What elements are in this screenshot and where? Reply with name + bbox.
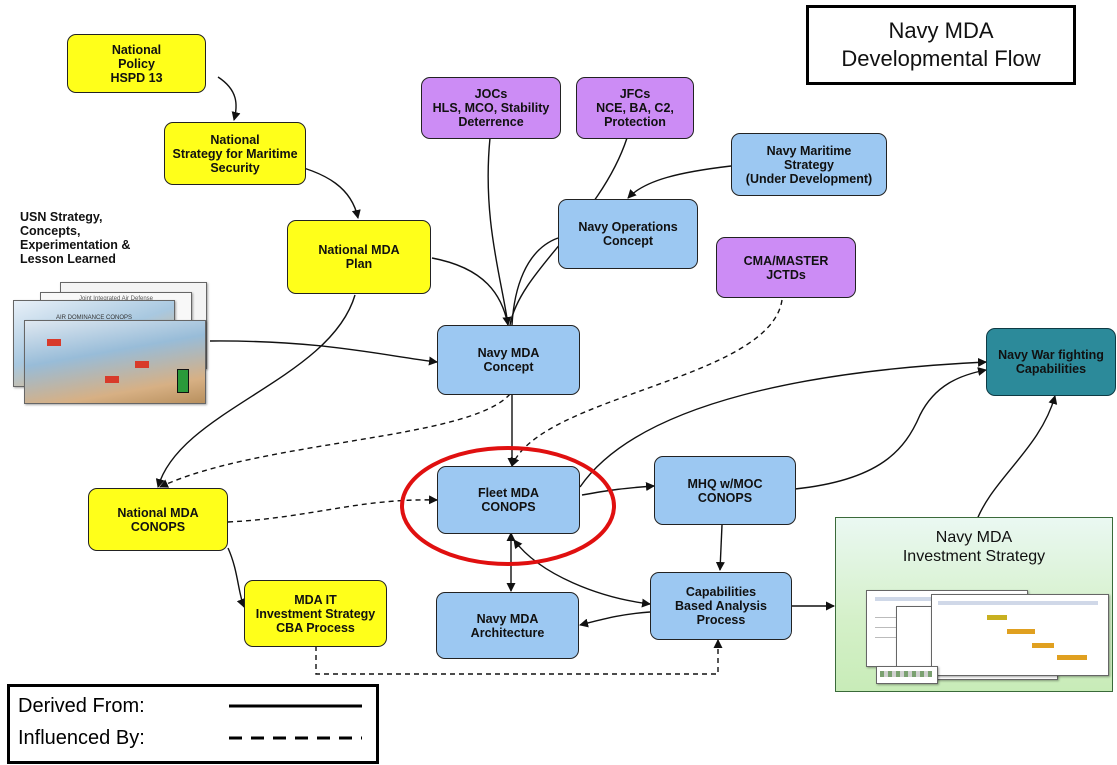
node-navy-mda-concept[interactable]: Navy MDA Concept [437, 325, 580, 395]
arrow-fleet-to-warfighting [579, 357, 987, 488]
node-jfcs[interactable]: JFCs NCE, BA, C2, Protection [576, 77, 694, 139]
arrow-opsconcept-to-concept [511, 237, 559, 326]
arrow-maritime-to-opsconcept [627, 165, 732, 199]
gantt-doc-footer [876, 666, 938, 684]
doc-marker-icon [105, 376, 119, 383]
node-mda-it-investment[interactable]: MDA IT Investment Strategy CBA Process [244, 580, 387, 647]
node-navy-mda-architecture[interactable]: Navy MDA Architecture [436, 592, 579, 659]
node-national-mda-plan[interactable]: National MDA Plan [287, 220, 431, 294]
arrow-fleet-cba [513, 539, 651, 608]
arrow-investment-to-warfighting [974, 395, 1058, 526]
node-capabilities-analysis[interactable]: Capabilities Based Analysis Process [650, 572, 792, 640]
usn-strategy-label: USN Strategy, Concepts, Experimentation … [20, 210, 131, 266]
arrow-cba-to-architecture [579, 611, 651, 628]
arrow-policy-to-strategy [217, 76, 241, 121]
investment-strategy-title: Navy MDA Investment Strategy [902, 529, 1046, 565]
node-jocs[interactable]: JOCs HLS, MCO, Stability Deterrence [421, 77, 561, 139]
doc-thumbnail-middle-title: Joint Integrated Air Defense [78, 296, 154, 302]
arrow-mhq-to-cba [715, 524, 725, 571]
node-navy-operations-concept[interactable]: Navy Operations Concept [558, 199, 698, 269]
highlight-ellipse [400, 446, 616, 566]
investment-strategy-panel[interactable]: Navy MDA Investment Strategy [835, 517, 1113, 692]
legend-line-samples [229, 704, 362, 740]
dashed-concept-to-nationalconops [159, 393, 511, 488]
node-national-mda-conops[interactable]: National MDA CONOPS [88, 488, 228, 551]
dashed-mdait-to-cba [315, 639, 723, 675]
legend-derived-label: Derived From: [18, 695, 145, 717]
legend-influenced-label: Influenced By: [18, 727, 145, 749]
doc-thumbnail-front-title: AIR DOMINANCE CONOPS [55, 315, 132, 321]
doc-marker-icon [47, 339, 61, 346]
legend-box: Derived From: Influenced By: [7, 684, 379, 764]
arrow-nationalconops-to-mdait [227, 547, 246, 608]
node-navy-maritime-strategy[interactable]: Navy Maritime Strategy (Under Developmen… [731, 133, 887, 196]
diagram-title: Navy MDA Developmental Flow [806, 5, 1076, 85]
arrow-jocs-to-concept [487, 137, 512, 326]
arrow-mhq-to-warfighting [794, 367, 987, 490]
node-cma-master[interactable]: CMA/MASTER JCTDs [716, 237, 856, 298]
node-mhq-moc-conops[interactable]: MHQ w/MOC CONOPS [654, 456, 796, 525]
arrow-fleet-to-mhq [581, 482, 655, 496]
node-navy-warfighting[interactable]: Navy War fighting Capabilities [986, 328, 1116, 396]
arrow-plan-to-concept [431, 257, 509, 326]
node-fleet-mda-conops[interactable]: Fleet MDA CONOPS [437, 466, 580, 534]
gantt-doc-front [931, 594, 1109, 676]
doc-marker-icon [135, 361, 149, 368]
arrow-usn-to-concept [209, 340, 438, 366]
dashed-nationalconops-to-fleet [227, 495, 438, 523]
node-national-strategy[interactable]: National Strategy for Maritime Security [164, 122, 306, 185]
node-national-policy[interactable]: National Policy HSPD 13 [67, 34, 206, 93]
doc-thumbnail-top [24, 320, 206, 404]
doc-legend-icon [177, 369, 189, 393]
arrow-plan-to-nationalconops [155, 294, 356, 488]
